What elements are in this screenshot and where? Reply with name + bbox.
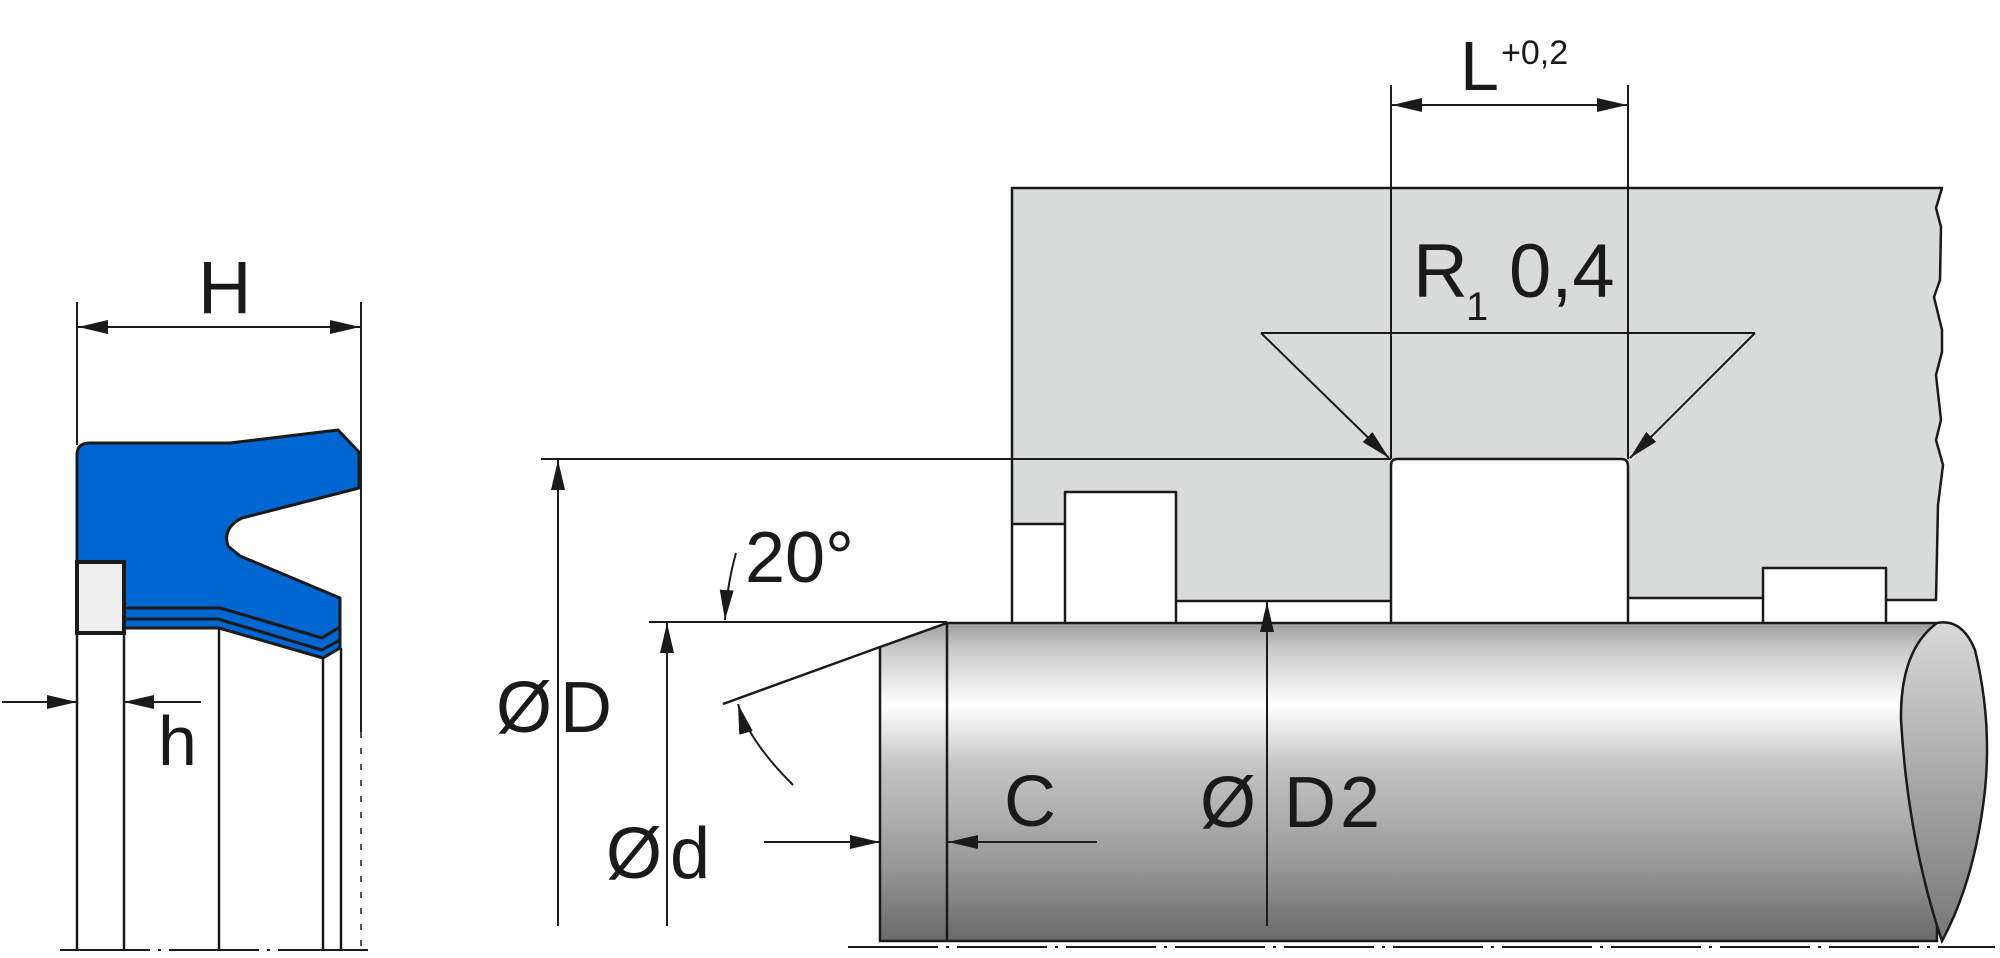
height-label: H: [198, 246, 251, 329]
angle-arc-lower: [737, 703, 794, 786]
seal-profile-view: H h: [2, 246, 375, 951]
back-width-label: h: [158, 702, 197, 780]
clearance-diameter-label: Ø D2: [1200, 763, 1384, 843]
backup-ring: [75, 560, 126, 635]
chamfer-extension-line: [722, 645, 881, 706]
rod-diameter-label: Ød: [606, 814, 718, 894]
radius-leader-left: [1260, 332, 1390, 459]
angle-label: 20°: [745, 518, 854, 598]
housing: [1010, 186, 1945, 603]
groove-length-tolerance: +0,2: [1501, 34, 1568, 72]
installation-view: L +0,2 R 1 0,4 ØD Ød 20° C Ø D2: [496, 27, 1995, 948]
radius-symbol: R: [1413, 229, 1468, 314]
radius-subscript: 1: [1466, 285, 1488, 329]
bore-diameter-label: ØD: [496, 668, 620, 748]
angle-arc-upper: [719, 552, 737, 621]
radius-value: 0,4: [1509, 229, 1615, 314]
radius-leader-right: [1629, 332, 1756, 459]
chamfer-label: C: [1004, 762, 1056, 842]
rod-end-face: [1899, 621, 1989, 945]
groove-length-label: L: [1460, 27, 1499, 105]
